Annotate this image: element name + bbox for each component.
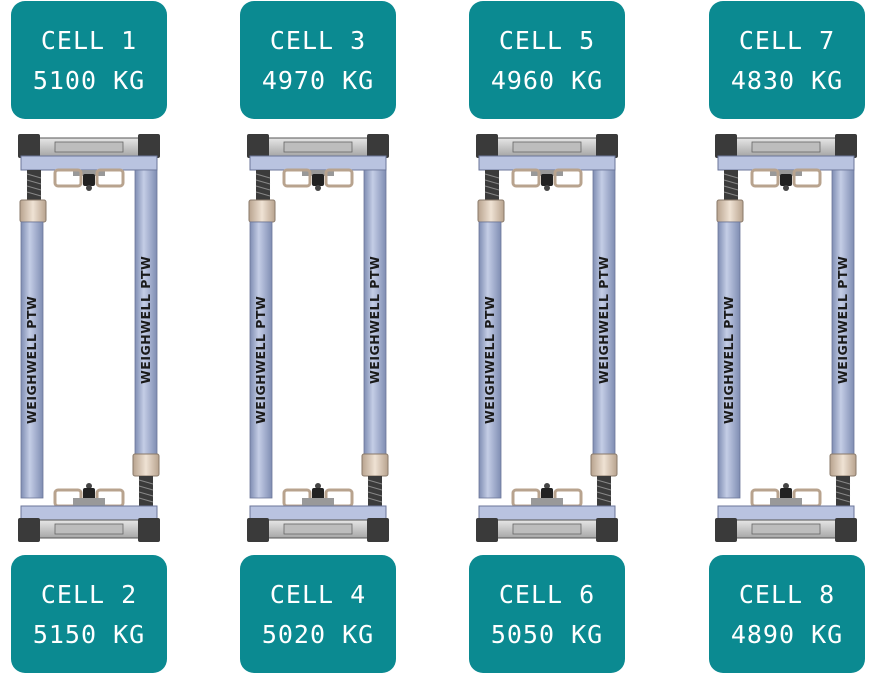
- svg-text:WEIGHWELL PTW: WEIGHWELL PTW: [253, 296, 268, 424]
- cell-7-value: 4830 KG: [730, 66, 844, 95]
- svg-text:WEIGHWELL PTW: WEIGHWELL PTW: [721, 296, 736, 424]
- svg-text:WEIGHWELL PTW: WEIGHWELL PTW: [24, 296, 39, 424]
- cell-6-name: CELL 6: [498, 580, 596, 609]
- svg-text:WEIGHWELL PTW: WEIGHWELL PTW: [138, 256, 153, 384]
- cell-2-value: 5150 KG: [32, 620, 146, 649]
- svg-text:WEIGHWELL PTW: WEIGHWELL PTW: [367, 256, 382, 384]
- cell-2-name: CELL 2: [40, 580, 138, 609]
- cell-8-name: CELL 8: [738, 580, 836, 609]
- cell-5-value: 4960 KG: [490, 66, 604, 95]
- cell-7-name: CELL 7: [738, 26, 836, 55]
- cell-2-label: CELL 2 5150 KG: [11, 555, 167, 673]
- cell-3-name: CELL 3: [269, 26, 367, 55]
- load-frame-3: WEIGHWELL PTW WEIGHWELL PTW: [475, 134, 619, 542]
- load-frame-1: WEIGHWELL PTW WEIGHWELL PTW: [17, 134, 161, 542]
- cell-6-label: CELL 6 5050 KG: [469, 555, 625, 673]
- cell-7-label: CELL 7 4830 KG: [709, 1, 865, 119]
- cell-4-name: CELL 4: [269, 580, 367, 609]
- cell-5-label: CELL 5 4960 KG: [469, 1, 625, 119]
- svg-text:WEIGHWELL PTW: WEIGHWELL PTW: [482, 296, 497, 424]
- svg-text:WEIGHWELL PTW: WEIGHWELL PTW: [835, 256, 850, 384]
- cell-4-label: CELL 4 5020 KG: [240, 555, 396, 673]
- cell-1-label: CELL 1 5100 KG: [11, 1, 167, 119]
- cell-8-value: 4890 KG: [730, 620, 844, 649]
- load-frame-2: WEIGHWELL PTW WEIGHWELL PTW: [246, 134, 390, 542]
- cell-3-label: CELL 3 4970 KG: [240, 1, 396, 119]
- cell-1-name: CELL 1: [40, 26, 138, 55]
- cell-5-name: CELL 5: [498, 26, 596, 55]
- svg-text:WEIGHWELL PTW: WEIGHWELL PTW: [596, 256, 611, 384]
- cell-1-value: 5100 KG: [32, 66, 146, 95]
- cell-8-label: CELL 8 4890 KG: [709, 555, 865, 673]
- cell-4-value: 5020 KG: [261, 620, 375, 649]
- cell-3-value: 4970 KG: [261, 66, 375, 95]
- load-frame-4: WEIGHWELL PTW WEIGHWELL PTW: [714, 134, 858, 542]
- cell-6-value: 5050 KG: [490, 620, 604, 649]
